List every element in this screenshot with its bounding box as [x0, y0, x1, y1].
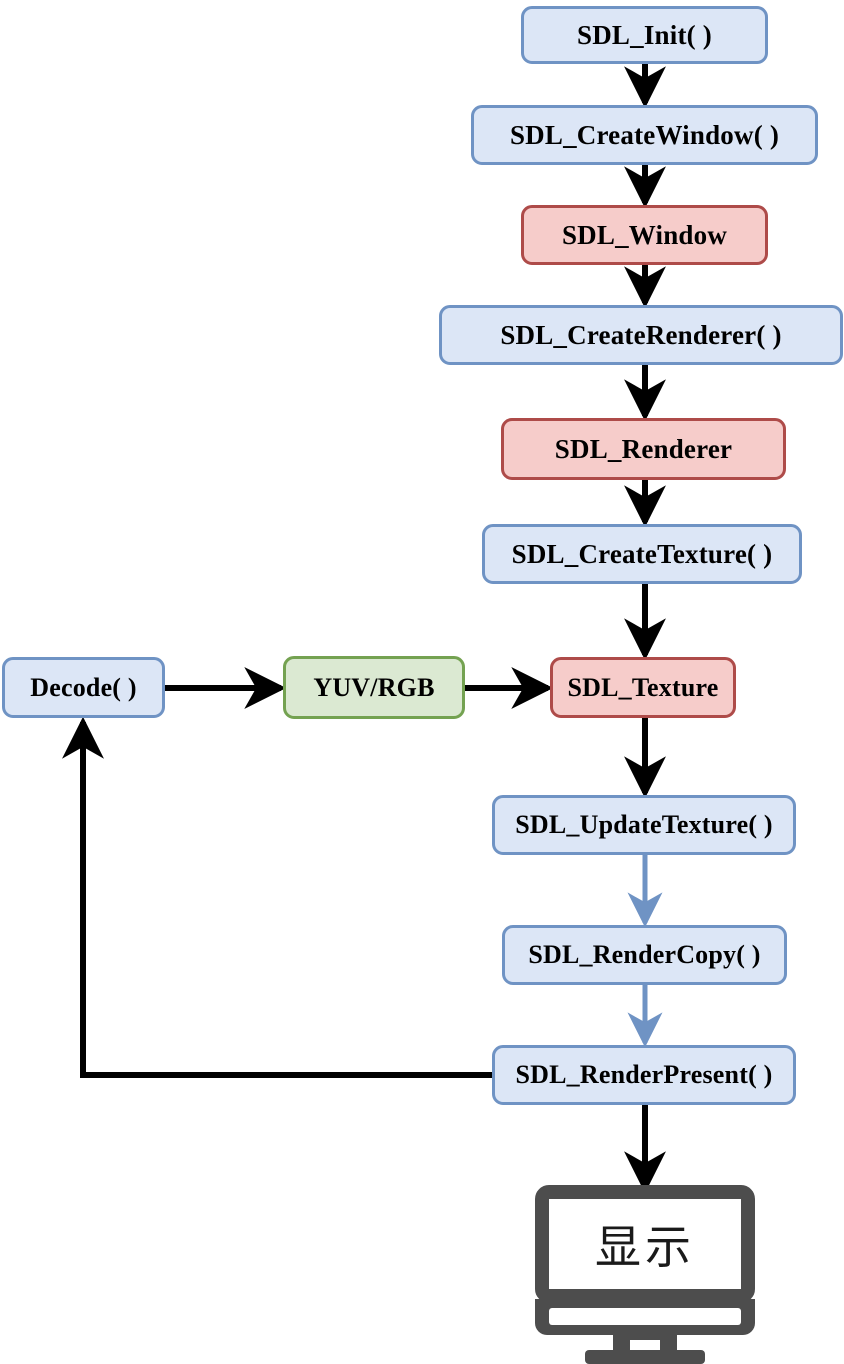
- node-sdl-window[interactable]: SDL_Window: [521, 205, 768, 265]
- node-sdl-rendercopy[interactable]: SDL_RenderCopy( ): [502, 925, 787, 985]
- node-decode[interactable]: Decode( ): [2, 657, 165, 718]
- node-sdl-texture[interactable]: SDL_Texture: [550, 657, 736, 718]
- node-sdl-createwindow[interactable]: SDL_CreateWindow( ): [471, 105, 818, 165]
- edge-renderpresent-to-decode-loop: [62, 716, 492, 1078]
- node-sdl-init[interactable]: SDL_Init( ): [521, 6, 768, 64]
- monitor-light-strip: [549, 1308, 741, 1325]
- display-label: 显示: [595, 1220, 695, 1274]
- node-sdl-createrenderer[interactable]: SDL_CreateRenderer( ): [439, 305, 843, 365]
- monitor-base: [585, 1350, 705, 1364]
- monitor-neck-notch: [630, 1340, 660, 1353]
- node-sdl-renderer[interactable]: SDL_Renderer: [501, 418, 786, 480]
- node-yuv-rgb[interactable]: YUV/RGB: [283, 656, 465, 719]
- node-sdl-renderpresent[interactable]: SDL_RenderPresent( ): [492, 1045, 796, 1105]
- node-sdl-updatetexture[interactable]: SDL_UpdateTexture( ): [492, 795, 796, 855]
- monitor-screen-bezel: [535, 1185, 755, 1303]
- display-monitor-icon: 显示: [525, 1180, 765, 1364]
- node-sdl-createtexture[interactable]: SDL_CreateTexture( ): [482, 524, 802, 584]
